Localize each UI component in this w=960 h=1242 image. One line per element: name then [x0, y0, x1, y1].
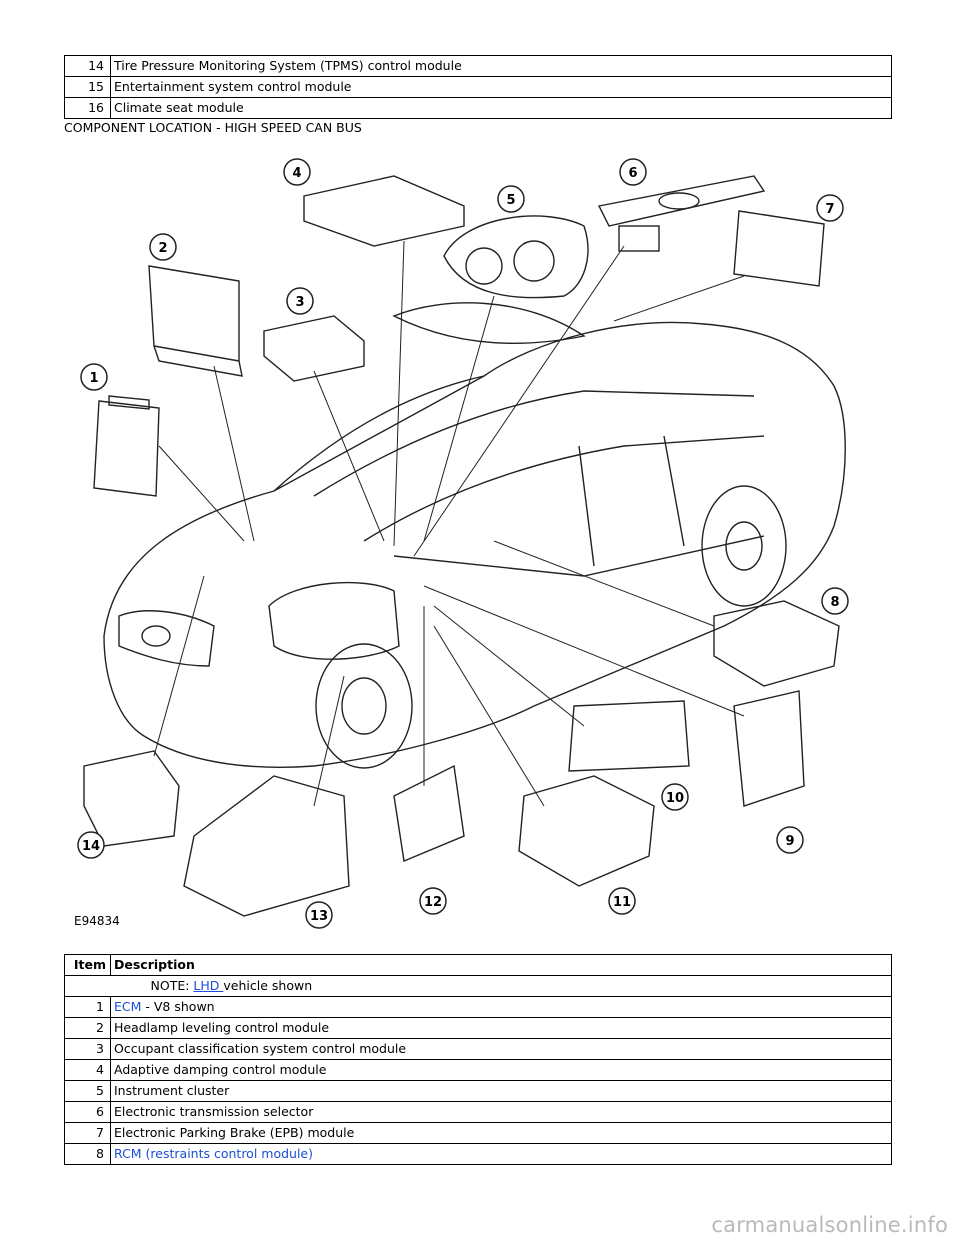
- note-suffix: vehicle shown: [223, 978, 313, 993]
- table-row: 14 Tire Pressure Monitoring System (TPMS…: [64, 55, 892, 77]
- item-number: 7: [64, 1122, 111, 1144]
- callout-3: 3: [286, 287, 314, 315]
- svg-text:3: 3: [295, 295, 304, 310]
- table-row: 8 RCM (restraints control module): [64, 1143, 892, 1165]
- component-4-damping-module: [303, 175, 465, 247]
- table-row: 5 Instrument cluster: [64, 1080, 892, 1102]
- parts-table-top: 14 Tire Pressure Monitoring System (TPMS…: [64, 55, 892, 119]
- svg-text:7: 7: [825, 202, 834, 217]
- component-14-abs-module: [83, 750, 180, 847]
- item-number: 2: [64, 1017, 111, 1039]
- component-10-connector: [568, 700, 690, 772]
- rcm-link[interactable]: RCM (restraints control module): [114, 1146, 313, 1161]
- table-row: 7 Electronic Parking Brake (EPB) module: [64, 1122, 892, 1144]
- item-number: 4: [64, 1059, 111, 1081]
- table-row: 3 Occupant classification system control…: [64, 1038, 892, 1060]
- item-number: 6: [64, 1101, 111, 1123]
- component-12-module: [393, 764, 465, 862]
- table-row: 6 Electronic transmission selector: [64, 1101, 892, 1123]
- item-number: 14: [64, 55, 111, 77]
- note-prefix: NOTE:: [150, 978, 194, 993]
- lhd-link[interactable]: LHD: [193, 978, 224, 993]
- component-9-module: [733, 690, 805, 807]
- callout-badges: 1 2 3 4 5 6 7 8 9 10 11 12 13 14: [77, 158, 849, 929]
- callout-10: 10: [661, 783, 689, 811]
- item-number: [64, 975, 111, 997]
- item-number: 5: [64, 1080, 111, 1102]
- callout-13: 13: [305, 901, 333, 929]
- svg-text:9: 9: [785, 834, 794, 849]
- table-header-row: Item Description: [64, 954, 892, 976]
- table-row: 1 ECM - V8 shown: [64, 996, 892, 1018]
- svg-text:5: 5: [506, 193, 515, 208]
- component-8-rcm: [713, 600, 840, 687]
- callout-8: 8: [821, 587, 849, 615]
- item-description: Tire Pressure Monitoring System (TPMS) c…: [110, 55, 892, 77]
- callout-1: 1: [80, 363, 108, 391]
- item-description: Entertainment system control module: [110, 76, 892, 98]
- parts-table-bottom: Item Description NOTE: LHD vehicle shown…: [64, 954, 892, 1165]
- component-13-valve-body: [183, 775, 350, 917]
- svg-text:10: 10: [666, 791, 684, 806]
- component-2-headlamp-module: [148, 265, 243, 377]
- item-text: - V8 shown: [141, 999, 215, 1014]
- ecm-link[interactable]: ECM: [114, 999, 142, 1014]
- callout-4: 4: [283, 158, 311, 186]
- svg-text:6: 6: [628, 166, 637, 181]
- callout-7: 7: [816, 194, 844, 222]
- callout-2: 2: [149, 233, 177, 261]
- watermark: carmanualsonline.info: [711, 1213, 948, 1237]
- item-description: Instrument cluster: [110, 1080, 892, 1102]
- callout-12: 12: [419, 887, 447, 915]
- item-number: 15: [64, 76, 111, 98]
- item-number: 16: [64, 97, 111, 119]
- callout-11: 11: [608, 887, 636, 915]
- item-description: Electronic Parking Brake (EPB) module: [110, 1122, 892, 1144]
- callout-5: 5: [497, 185, 525, 213]
- svg-text:12: 12: [424, 895, 442, 910]
- item-description: Climate seat module: [110, 97, 892, 119]
- table-row: 16 Climate seat module: [64, 97, 892, 119]
- item-number: 8: [64, 1143, 111, 1165]
- svg-text:13: 13: [310, 909, 328, 924]
- component-1-ecm: [93, 395, 160, 497]
- item-description: Electronic transmission selector: [110, 1101, 892, 1123]
- item-number: 3: [64, 1038, 111, 1060]
- callout-14: 14: [77, 831, 105, 859]
- component-location-diagram: 1 2 3 4 5 6 7 8 9 10 11 12 13 14: [77, 158, 849, 929]
- component-6-transmission-selector: [597, 175, 766, 252]
- section-heading: COMPONENT LOCATION - HIGH SPEED CAN BUS: [64, 120, 362, 135]
- svg-text:8: 8: [830, 595, 839, 610]
- item-description: RCM (restraints control module): [110, 1143, 892, 1165]
- svg-text:2: 2: [158, 241, 167, 256]
- component-3-ocs-module: [263, 315, 365, 382]
- component-7-epb-module: [733, 210, 825, 287]
- note-row: NOTE: LHD vehicle shown: [64, 975, 892, 997]
- table-row: 15 Entertainment system control module: [64, 76, 892, 98]
- component-5-instrument-cluster: [443, 215, 589, 299]
- svg-text:11: 11: [613, 895, 631, 910]
- table-row: 2 Headlamp leveling control module: [64, 1017, 892, 1039]
- figure-id: E94834: [74, 914, 120, 928]
- svg-text:1: 1: [89, 371, 98, 386]
- svg-text:4: 4: [292, 166, 301, 181]
- callout-9: 9: [776, 826, 804, 854]
- item-description: Occupant classification system control m…: [110, 1038, 892, 1060]
- transmission: [268, 581, 400, 660]
- vehicle-outline: [103, 321, 846, 768]
- item-number: 1: [64, 996, 111, 1018]
- description-header: Description: [110, 954, 892, 976]
- svg-text:14: 14: [82, 839, 100, 854]
- item-header: Item: [64, 954, 111, 976]
- callout-6: 6: [619, 158, 647, 186]
- component-11-module: [518, 775, 655, 887]
- item-description: Headlamp leveling control module: [110, 1017, 892, 1039]
- table-row: 4 Adaptive damping control module: [64, 1059, 892, 1081]
- item-description: ECM - V8 shown: [110, 996, 892, 1018]
- note-text: NOTE: LHD vehicle shown: [110, 975, 892, 997]
- item-description: Adaptive damping control module: [110, 1059, 892, 1081]
